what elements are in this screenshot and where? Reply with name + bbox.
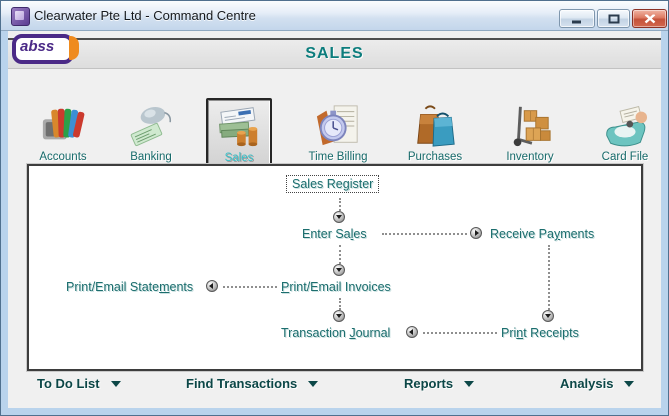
connector-line — [382, 233, 467, 235]
purchases-shopping-bags-icon — [417, 105, 455, 147]
connector-line — [339, 298, 341, 310]
page-title: SALES — [305, 45, 364, 62]
module-label: Card File — [601, 151, 649, 163]
chevron-down-icon — [110, 381, 121, 387]
sales-invoice-money-icon — [219, 107, 258, 147]
maximize-icon — [608, 14, 619, 23]
module-time-billing[interactable]: Time Billing — [305, 103, 371, 181]
connector-line — [548, 245, 550, 310]
chevron-down-icon — [464, 381, 475, 387]
title-bar[interactable]: Clearwater Pte Ltd - Command Centre — [1, 1, 668, 31]
banking-cheque-mouse-icon — [130, 106, 172, 147]
minimize-button[interactable] — [559, 9, 595, 28]
analysis-dropdown[interactable]: Analysis — [560, 376, 635, 391]
arrow-down-button[interactable] — [333, 211, 345, 223]
chevron-down-icon — [308, 381, 319, 387]
module-label: Time Billing — [308, 151, 368, 163]
module-label: Sales — [224, 152, 254, 164]
command-centre-header: SALES — [8, 38, 661, 69]
module-purchases[interactable]: Purchases — [402, 103, 468, 181]
todo-list-dropdown[interactable]: To Do List — [37, 376, 121, 391]
flow-print-email-invoices[interactable]: Print/Email Invoices — [281, 280, 391, 294]
client-area: SALES abss Accounts — [8, 31, 661, 408]
flow-print-email-statements[interactable]: Print/Email Statements — [66, 280, 194, 294]
flow-enter-sales[interactable]: Enter Sales — [302, 227, 367, 241]
arrow-down-button[interactable] — [542, 310, 554, 322]
arrow-right-button[interactable] — [470, 227, 482, 239]
connector-line — [339, 198, 341, 211]
module-label: Purchases — [407, 151, 463, 163]
chevron-down-icon — [624, 381, 635, 387]
inventory-boxes-icon — [513, 106, 551, 147]
abss-logo: abss — [12, 34, 79, 64]
abss-logo-text: abss — [20, 38, 55, 55]
card-file-icon — [606, 106, 648, 147]
flow-transaction-journal[interactable]: Transaction Journal — [281, 326, 391, 340]
find-transactions-dropdown[interactable]: Find Transactions — [186, 376, 319, 391]
close-icon — [644, 14, 655, 23]
arrow-down-button[interactable] — [333, 264, 345, 276]
flow-print-receipts[interactable]: Print Receipts — [501, 326, 579, 340]
flow-sales-register[interactable]: Sales Register — [286, 175, 380, 193]
arrow-left-button[interactable] — [406, 326, 418, 338]
maximize-button[interactable] — [597, 9, 630, 28]
module-card-file[interactable]: Card File — [592, 103, 658, 181]
flow-receive-payments[interactable]: Receive Payments — [490, 227, 595, 241]
close-button[interactable] — [632, 9, 667, 28]
arrow-down-button[interactable] — [333, 310, 345, 322]
accounts-folders-icon — [42, 108, 85, 140]
module-accounts[interactable]: Accounts — [30, 103, 96, 181]
module-label: Inventory — [506, 151, 554, 163]
reports-dropdown[interactable]: Reports — [404, 376, 475, 391]
connector-line — [339, 245, 341, 264]
app-icon — [11, 7, 30, 26]
flowchart-panel: Sales Register Enter Sales Receive Payme… — [27, 164, 643, 371]
window-title: Clearwater Pte Ltd - Command Centre — [34, 8, 256, 23]
arrow-left-button[interactable] — [206, 280, 218, 292]
minimize-icon — [572, 20, 581, 23]
connector-line — [223, 286, 277, 288]
module-label: Accounts — [39, 151, 87, 163]
connector-line — [423, 332, 497, 334]
module-label: Banking — [130, 151, 172, 163]
time-billing-stopwatch-icon — [316, 105, 358, 146]
module-banking[interactable]: Banking — [118, 103, 184, 181]
module-inventory[interactable]: Inventory — [497, 103, 563, 181]
